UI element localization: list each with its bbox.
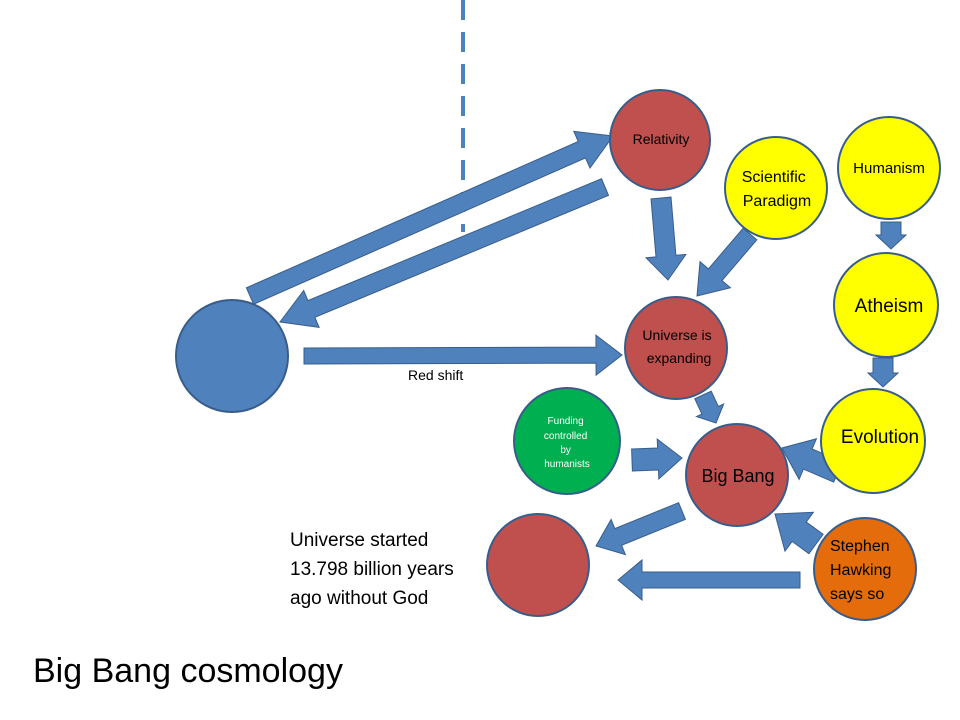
arrow-hawking-to-bigbang <box>774 511 824 555</box>
slide-title: Big Bang cosmology <box>33 652 343 690</box>
arrow-evolution-to-bigbang <box>781 438 843 483</box>
node-funding-circle <box>513 387 621 495</box>
node-hawking-circle <box>813 517 917 621</box>
arrow-hawking-to-start <box>617 558 801 602</box>
node-hawking: Stephen Hawking says so <box>813 517 917 621</box>
node-hawking-label: Stephen Hawking says so <box>830 538 896 603</box>
node-atheism-circle <box>833 252 939 358</box>
node-atheism-label: Atheism <box>855 296 924 317</box>
node-big-bang-circle <box>685 423 789 527</box>
red-shift-label: Red shift <box>408 367 463 383</box>
node-universe-start <box>486 513 590 617</box>
arrow-observer-to-relativity <box>245 130 614 305</box>
node-universe-expanding: Universe is expanding <box>624 296 728 400</box>
node-big-bang-label: Big Bang <box>701 466 774 486</box>
node-evolution: Evolution <box>820 388 926 494</box>
node-scientific-paradigm: Scientific Paradigm <box>724 136 828 240</box>
arrow-observer-to-expanding <box>303 334 623 377</box>
arrow-bigbang-to-start <box>595 502 687 556</box>
arrow-humanism-to-atheism <box>874 221 908 250</box>
node-humanism: Humanism <box>837 116 941 220</box>
node-evolution-label: Evolution <box>841 427 919 448</box>
node-observer-circle <box>175 299 289 413</box>
node-scientific-paradigm-label: Scientific Paradigm <box>742 169 811 210</box>
caption-line-1: Universe started <box>290 530 429 551</box>
caption-line-3: ago without God <box>290 588 429 609</box>
node-relativity-label: Relativity <box>633 131 690 147</box>
node-universe-expanding-label: Universe is expanding <box>642 327 715 366</box>
node-funding-label: Funding controlled by humanists <box>544 416 590 470</box>
node-big-bang: Big Bang <box>685 423 789 527</box>
caption-line-2: 13.798 billion years <box>290 559 454 580</box>
arrow-expanding-to-bigbang <box>694 390 725 424</box>
node-universe-start-circle <box>486 513 590 617</box>
arrow-funding-to-bigbang <box>631 437 683 480</box>
node-observer <box>175 299 289 413</box>
node-atheism: Atheism <box>833 252 939 358</box>
arrow-relativity-to-expanding <box>644 196 687 281</box>
arrow-atheism-to-evolution <box>866 357 900 388</box>
node-humanism-circle <box>837 116 941 220</box>
arrow-paradigm-to-expanding <box>696 227 758 297</box>
node-scientific-paradigm-circle <box>724 136 828 240</box>
node-humanism-label: Humanism <box>853 160 925 177</box>
node-evolution-circle <box>820 388 926 494</box>
node-relativity-circle <box>609 89 711 191</box>
node-universe-expanding-circle <box>624 296 728 400</box>
node-funding: Funding controlled by humanists <box>513 387 621 495</box>
arrow-layer <box>245 130 908 602</box>
arrow-relativity-to-observer <box>279 178 610 329</box>
node-relativity: Relativity <box>609 89 711 191</box>
caption: Universe started 13.798 billion years ag… <box>290 526 490 613</box>
